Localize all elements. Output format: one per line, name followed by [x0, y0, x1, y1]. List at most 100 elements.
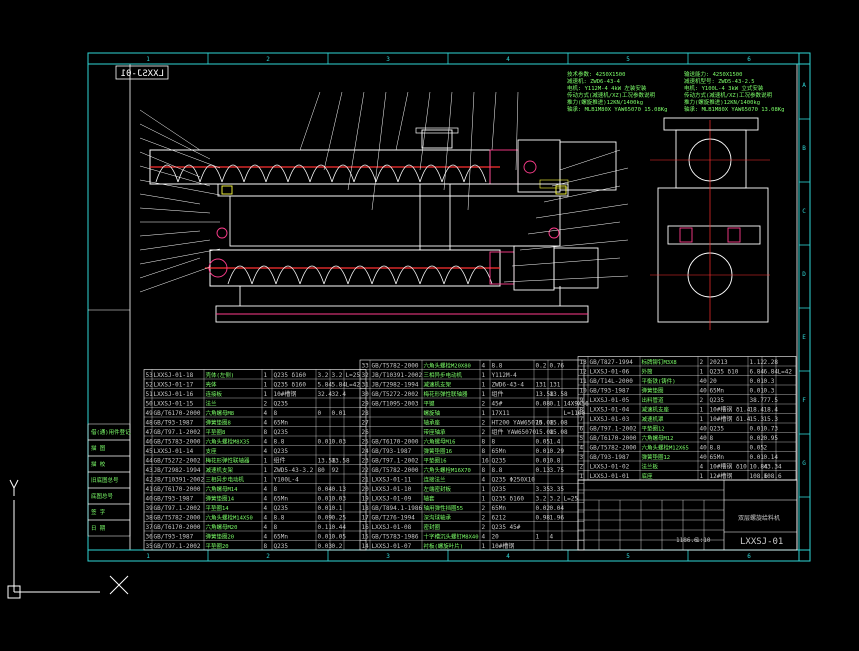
lower-screw-flights [227, 265, 493, 285]
bom-cell: 3.2 [318, 372, 329, 379]
bom-cell: 1 [264, 391, 268, 398]
bom-cell: 标牌铆钉M3X8 [642, 358, 677, 366]
bom-cell: 29 [362, 400, 370, 407]
bom-cell: 33 [362, 362, 370, 369]
bom-cell: 28 [362, 410, 370, 417]
leader-line [139, 239, 211, 251]
bom-cell: 0.05 [536, 438, 551, 445]
technical-note-line: 减速机: ZWD6-43-4 [567, 77, 621, 85]
bom-cell: 0.04 [550, 505, 565, 512]
bom-cell: 4 [482, 533, 486, 540]
bom-cell: 32 [362, 372, 370, 379]
screw-flight [287, 164, 311, 183]
bom-cell: 35 [146, 543, 154, 550]
bom-cell: 衬板(螺旋叶片) [424, 542, 464, 550]
bom-cell: 92 [332, 467, 340, 474]
side-view [650, 117, 770, 330]
screw-flight [467, 265, 493, 285]
technical-note-line: 轴承: MLB1M80X YAW65070 13.08Kg [684, 105, 784, 113]
bom-cell: 26 [362, 429, 370, 436]
bom-cell: 8 [710, 435, 714, 442]
bom-cell: 4 [264, 419, 268, 426]
bom-cell: 25 [362, 438, 370, 445]
bom-cell: 弹簧垫圈 [642, 386, 665, 394]
bom-cell: 0.01 [318, 495, 333, 502]
frame-col-number-top: 1 [146, 56, 150, 63]
leader-line [139, 257, 201, 279]
bom-cell: 0.01 [318, 438, 333, 445]
leader-line [139, 248, 221, 265]
bom-cell: 15.08 [536, 419, 554, 426]
bom-cell: 弹簧垫圈14 [206, 494, 235, 502]
technical-note-line: 电机: Y112M-4 4kW 左装安装 [567, 84, 647, 92]
bom-cell: JB/T10391-2002 [154, 476, 205, 483]
bom-cell: 法兰板 [642, 462, 659, 470]
bom-cell: 0.01 [332, 410, 347, 417]
bom-cell: 2 [482, 419, 486, 426]
bom-cell: 平垫圈16 [424, 456, 447, 464]
bom-cell: Q235 [274, 400, 289, 407]
bom-cell: 10#槽钢 δ10 [710, 462, 748, 470]
bom-cell: GB/T97.1-2002 [154, 429, 201, 436]
bom-cell: 46 [146, 438, 154, 445]
bom-cell: 65Mn [492, 505, 507, 512]
bom-cell: 2 [580, 463, 584, 470]
sidebar-label: 描 图 [91, 444, 106, 452]
bom-cell: JB/T10391-2002 [372, 372, 423, 379]
bom-cell: 2 [700, 359, 704, 366]
bom-cell: 轴承座 [424, 418, 441, 426]
frame-row-letter: G [802, 460, 806, 467]
bom-cell: Q235 Φ250X10 [492, 476, 536, 483]
screw-flight [419, 265, 445, 285]
bom-cell: LXXSJ-01-07 [372, 543, 412, 550]
leader-line [511, 257, 621, 267]
bom-cell: 轴套 [424, 494, 436, 502]
mirrored-code-box: LXXSJ-01 [115, 65, 169, 80]
bom-cell: 43 [146, 467, 154, 474]
bom-cell: 13.58 [318, 457, 336, 464]
bom-cell: 连接法兰 [424, 475, 447, 483]
bom-cell: GB/T93-1987 [154, 419, 194, 426]
frame-col-number-bottom: 2 [266, 553, 270, 560]
bom-cell: Q235 [710, 425, 725, 432]
bom-cell: 1.4 [550, 438, 561, 445]
technical-note-line: 推力(螺旋推进)12KN/1400kg [684, 98, 760, 106]
bom-cell: 1 [700, 406, 704, 413]
frame-row-letter: F [802, 397, 806, 404]
bom-cell: 0.01 [536, 448, 551, 455]
leader-line [139, 123, 211, 160]
bom-cell: 0.03 [318, 543, 333, 550]
leader-line [527, 221, 621, 235]
bom-cell: GB/T93-1987 [590, 454, 630, 461]
bom-cell: 六角螺母M14 [206, 485, 239, 493]
bom-cell: 0.01 [750, 425, 765, 432]
screw-flight [353, 164, 377, 183]
screw-flight [375, 164, 399, 183]
sidebar-label: 旧底图总号 [91, 476, 119, 484]
bom-cell: 组件 [492, 390, 504, 398]
bom-cell: 131 [550, 381, 561, 388]
bom-cell: 13.58 [550, 391, 568, 398]
bom-cell: 0.01 [750, 378, 765, 385]
screw-flight [275, 265, 301, 285]
bom-cell: 13.58 [332, 457, 350, 464]
technical-note-line: 传动方式(减速机/XZ)工况参数说明 [684, 91, 773, 99]
bom-cell: 弹簧垫圈16 [424, 447, 453, 455]
bom-cell: 0.98 [536, 514, 551, 521]
bom-cell: 1 [700, 473, 704, 480]
bom-cell: 0.03 [332, 495, 347, 502]
bom-cell: 六角螺母M8 [206, 409, 235, 417]
bom-cell: 六角螺母M16 [424, 437, 456, 445]
bom-cell: GB/T97.1-2002 [154, 543, 201, 550]
bom-cell: 13.58 [536, 391, 554, 398]
bom-cell: 40 [700, 387, 708, 394]
leader-line [139, 266, 211, 293]
bom-cell: 2 [482, 524, 486, 531]
bom-cell: 0.01 [750, 454, 765, 461]
screw-flight [395, 265, 421, 285]
bom-cell: 4 [264, 438, 268, 445]
